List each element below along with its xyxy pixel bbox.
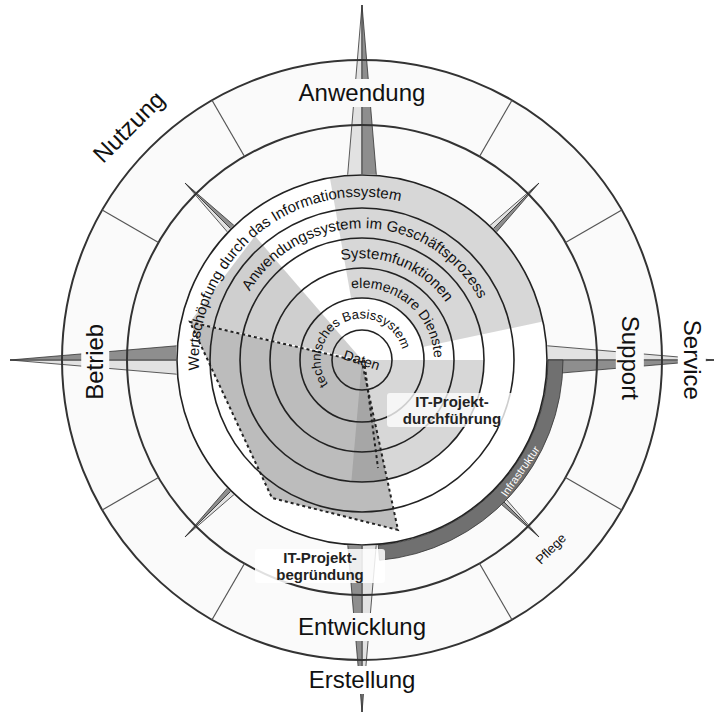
ring-divider xyxy=(480,100,513,156)
execution-boundary xyxy=(364,360,378,468)
light-overlay xyxy=(330,175,543,347)
band-label: Daten xyxy=(342,347,383,374)
ring-label: Entwicklung xyxy=(295,613,429,641)
ring-divider xyxy=(480,564,513,620)
spiral-ground xyxy=(176,174,548,546)
compass-label: Service xyxy=(678,317,706,403)
compass-label: Erstellung xyxy=(306,666,419,694)
band-label: elementare Dienste xyxy=(350,275,447,359)
band-edge xyxy=(177,175,547,545)
band-label: Anwendungssystem im Geschäftsprozess xyxy=(238,214,492,301)
ring-divider xyxy=(102,478,158,511)
band-label: technisches Basissystem xyxy=(308,306,413,390)
ring-divider xyxy=(212,564,245,620)
ring-divider xyxy=(566,210,622,243)
ring-label: Pflege xyxy=(531,529,572,570)
justification-region xyxy=(190,322,398,530)
ring-divider xyxy=(212,100,245,156)
ring-divider xyxy=(566,478,622,511)
band-edge xyxy=(332,330,392,390)
ring-label: Betrieb xyxy=(81,321,109,403)
ring-label: Support xyxy=(616,313,644,403)
band-label: Wertschöpfung durch das Informationssyst… xyxy=(185,183,404,371)
ring-divider xyxy=(102,210,158,243)
band-edge xyxy=(240,238,484,482)
band-edge xyxy=(210,208,514,512)
ring-label: Anwendung xyxy=(296,79,429,107)
phase-label: IT-Projekt- durchführung xyxy=(387,393,517,428)
ring-edge xyxy=(127,125,597,595)
phase-label: IT-Projekt- begründung xyxy=(255,549,385,584)
ring-edge xyxy=(62,60,662,660)
band-label: Systemfunktionen xyxy=(339,244,457,304)
